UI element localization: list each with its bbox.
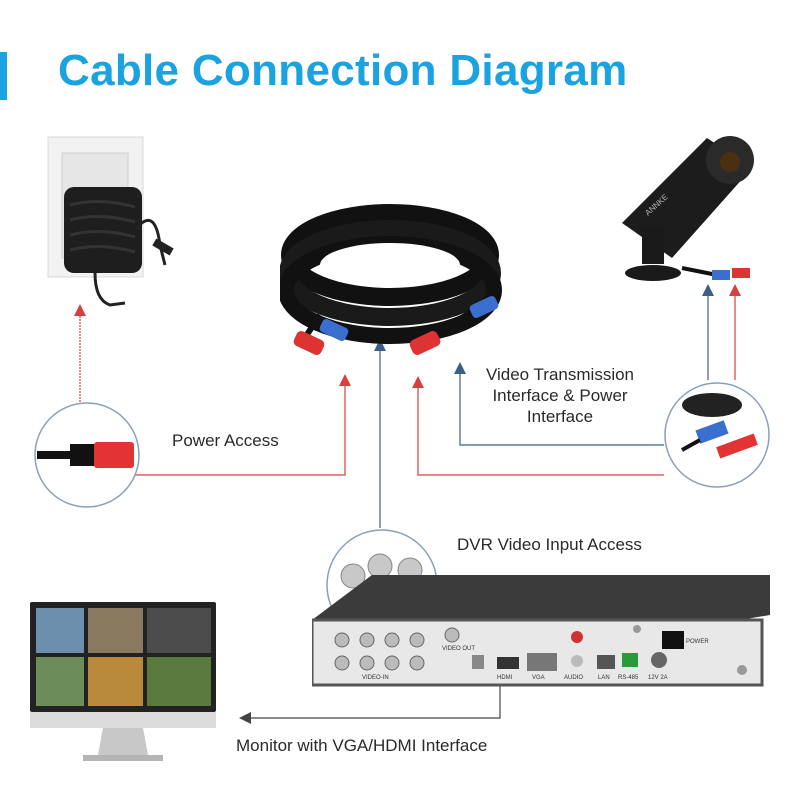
dvr-vga: VGA — [532, 675, 545, 681]
video-line-right — [454, 362, 664, 446]
video-transmission-line-1: Video Transmission — [485, 365, 635, 384]
dvr-rs485: RS-485 — [618, 675, 639, 681]
dvr-icon: VIDEO-IN VIDEO OUT HDMI VGA AUDIO LAN RS… — [312, 575, 770, 687]
cable-coil-icon — [280, 204, 502, 355]
power-plug-detail — [34, 402, 140, 508]
power-line-to-coil — [135, 374, 351, 476]
power-adapter-icon — [47, 136, 174, 307]
dvr-audio: AUDIO — [564, 675, 583, 681]
video-transmission-line-3: Interface — [526, 407, 594, 426]
power-line-right — [412, 376, 664, 476]
dvr-hdmi: HDMI — [497, 675, 513, 681]
dvr-video-in: VIDEO-IN — [362, 675, 389, 681]
dvr-12v: 12V 2A — [648, 675, 668, 681]
monitor-label: Monitor with VGA/HDMI Interface — [236, 736, 488, 755]
power-access-label: Power Access — [172, 431, 279, 450]
camera-icon: ANNKE — [622, 136, 754, 281]
dvr-power: POWER — [686, 639, 709, 645]
video-transmission-label: Video Transmission Interface & Power Int… — [480, 364, 640, 427]
page-title: Cable Connection Diagram — [58, 46, 628, 95]
title-accent-bar — [0, 52, 7, 100]
camera-connector-detail — [664, 382, 770, 488]
monitor-icon — [30, 602, 216, 761]
dvr-lan: LAN — [598, 675, 610, 681]
dvr-input-label: DVR Video Input Access — [457, 535, 642, 554]
dvr-video-out: VIDEO OUT — [442, 646, 475, 652]
video-transmission-line-2: Interface & Power — [492, 386, 628, 405]
